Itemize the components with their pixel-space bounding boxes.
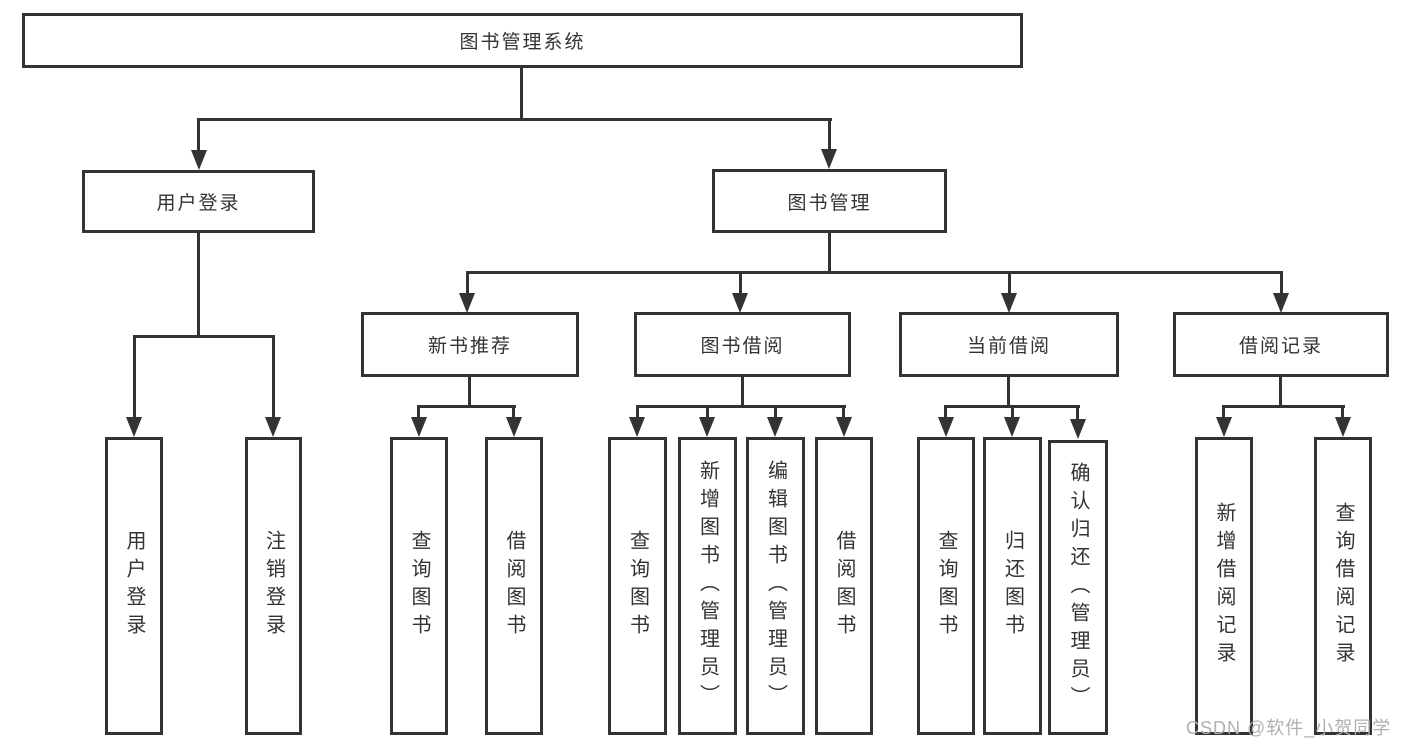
node-label: 借阅图书 (503, 530, 525, 642)
node-label: 注销登录 (262, 530, 285, 642)
arrow-down-icon (459, 293, 475, 313)
node-label: 图书管理 (787, 192, 872, 214)
node-add-books-admin-leaf: 新增图书（管理员） (678, 437, 737, 735)
connector-line (1076, 405, 1079, 419)
connector-line (197, 118, 200, 152)
connector-line (739, 271, 742, 295)
arrow-down-icon (506, 417, 522, 437)
connector-line (1280, 271, 1283, 295)
connector-line (466, 271, 1283, 274)
node-label: 借阅记录 (1238, 336, 1323, 357)
arrow-down-icon (732, 293, 748, 313)
node-label: 借阅图书 (833, 530, 855, 642)
connector-line (272, 335, 275, 419)
arrow-down-icon (1216, 417, 1232, 437)
node-user-login-leaf: 用户登录 (105, 437, 163, 735)
node-borrow-records: 借阅记录 (1173, 312, 1389, 377)
node-user-login: 用户登录 (82, 170, 315, 233)
node-book-borrow: 图书借阅 (634, 312, 851, 377)
arrow-down-icon (767, 417, 783, 437)
csdn-watermark: CSDN @软件_小贺同学 (1186, 718, 1392, 738)
node-confirm-return-admin-leaf: 确认归还（管理员） (1048, 440, 1108, 735)
arrow-down-icon (1004, 417, 1020, 437)
arrow-down-icon (821, 149, 837, 169)
connector-line (636, 405, 846, 408)
arrow-down-icon (126, 417, 142, 437)
node-label: 图书借阅 (700, 336, 785, 357)
connector-line (828, 233, 831, 273)
node-label: 查询借阅记录 (1332, 502, 1354, 670)
arrow-down-icon (411, 417, 427, 437)
connector-line (466, 271, 469, 295)
node-query-borrow-record-leaf: 查询借阅记录 (1314, 437, 1372, 735)
node-label: 查询图书 (935, 530, 957, 642)
connector-line (1007, 377, 1010, 408)
node-label: 归还图书 (1001, 530, 1024, 642)
node-borrow-books-leaf: 借阅图书 (485, 437, 543, 735)
connector-line (636, 405, 639, 419)
connector-line (417, 405, 420, 419)
connector-line (512, 405, 515, 419)
node-label: 确认归还（管理员） (1067, 461, 1089, 714)
node-borrow-books-leaf: 借阅图书 (815, 437, 873, 735)
connector-line (828, 118, 831, 152)
node-edit-books-admin-leaf: 编辑图书（管理员） (746, 437, 805, 735)
node-label: 图书管理系统 (459, 32, 586, 53)
connector-line (133, 335, 275, 338)
node-label: 编辑图书（管理员） (764, 460, 787, 712)
node-add-borrow-record-leaf: 新增借阅记录 (1195, 437, 1253, 735)
connector-line (1011, 405, 1014, 419)
node-current-borrow: 当前借阅 (899, 312, 1119, 377)
arrow-down-icon (1273, 293, 1289, 313)
connector-line (197, 118, 832, 121)
connector-line (1223, 405, 1345, 408)
node-library-system: 图书管理系统 (22, 13, 1023, 68)
connector-line (774, 405, 777, 419)
node-label: 新增图书（管理员） (696, 460, 719, 712)
connector-line (520, 68, 523, 120)
connector-line (706, 405, 709, 419)
connector-line (842, 405, 845, 419)
arrow-down-icon (699, 417, 715, 437)
connector-line (1279, 377, 1282, 408)
node-book-management: 图书管理 (712, 169, 947, 233)
connector-line (418, 405, 516, 408)
connector-line (741, 377, 744, 408)
node-return-books-leaf: 归还图书 (983, 437, 1042, 735)
node-logout-leaf: 注销登录 (245, 437, 302, 735)
node-label: 当前借阅 (966, 336, 1051, 357)
arrow-down-icon (191, 150, 207, 170)
node-query-books-leaf: 查询图书 (917, 437, 975, 735)
connector-line (1222, 405, 1225, 419)
connector-line (944, 405, 947, 419)
node-label: 查询图书 (408, 530, 430, 642)
node-label: 用户登录 (123, 530, 145, 642)
arrow-down-icon (1070, 419, 1086, 439)
arrow-down-icon (1335, 417, 1351, 437)
arrow-down-icon (938, 417, 954, 437)
arrow-down-icon (1001, 293, 1017, 313)
connector-line (197, 233, 200, 337)
node-label: 新书推荐 (427, 336, 512, 357)
connector-line (1008, 271, 1011, 295)
connector-line (133, 335, 136, 419)
node-query-books-leaf: 查询图书 (608, 437, 667, 735)
arrow-down-icon (629, 417, 645, 437)
node-label: 查询图书 (626, 530, 649, 642)
connector-line (468, 377, 471, 408)
node-new-book-recommend: 新书推荐 (361, 312, 579, 377)
arrow-down-icon (265, 417, 281, 437)
node-query-books-leaf: 查询图书 (390, 437, 448, 735)
arrow-down-icon (836, 417, 852, 437)
node-label: 新增借阅记录 (1213, 502, 1235, 670)
connector-line (1341, 405, 1344, 419)
node-label: 用户登录 (156, 193, 241, 214)
